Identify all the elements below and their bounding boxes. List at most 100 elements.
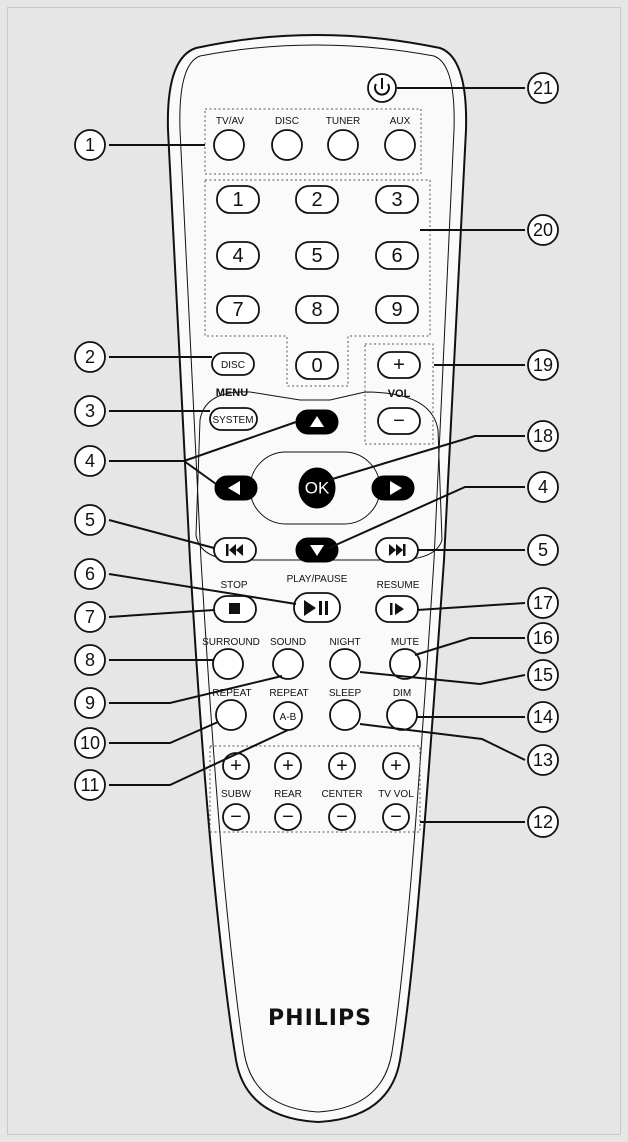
tvvol-minus-label: − — [390, 806, 402, 828]
callout-20: 20 — [533, 220, 553, 240]
callouts-right: 21 20 19 18 4 5 17 16 15 14 13 12 — [528, 73, 558, 837]
callout-14: 14 — [533, 707, 553, 727]
left-button[interactable] — [215, 476, 257, 500]
aux-button[interactable] — [385, 130, 415, 160]
rear-plus-label: + — [282, 755, 294, 777]
night-button[interactable] — [330, 649, 360, 679]
callout-2: 2 — [85, 347, 95, 367]
source-label-tuner: TUNER — [326, 116, 360, 127]
key-3-label: 3 — [391, 189, 402, 211]
callout-19: 19 — [533, 355, 553, 375]
surround-label: SURROUND — [202, 637, 260, 648]
rear-minus-button[interactable]: − — [275, 804, 301, 830]
previous-button[interactable] — [214, 538, 256, 562]
callout-13: 13 — [533, 750, 553, 770]
stop-label: STOP — [220, 580, 247, 591]
subw-minus-label: − — [230, 806, 242, 828]
sound-label: SOUND — [270, 637, 306, 648]
system-menu-label: SYSTEM — [212, 415, 253, 426]
center-plus-label: + — [336, 755, 348, 777]
surround-button[interactable] — [213, 649, 243, 679]
source-label-disc: DISC — [275, 116, 299, 127]
center-minus-button[interactable]: − — [329, 804, 355, 830]
ok-label: OK — [305, 479, 330, 498]
center-label: CENTER — [321, 789, 362, 800]
rear-plus-button[interactable]: + — [275, 753, 301, 779]
callout-6: 6 — [85, 564, 95, 584]
power-button[interactable] — [368, 74, 396, 102]
callout-5-right: 5 — [538, 540, 548, 560]
volume-label: VOL — [388, 388, 411, 400]
key-8-label: 8 — [311, 299, 322, 321]
callout-5-left: 5 — [85, 510, 95, 530]
repeat-button[interactable] — [216, 700, 246, 730]
dim-button[interactable] — [387, 700, 417, 730]
source-label-aux: AUX — [390, 116, 411, 127]
rear-minus-label: − — [282, 806, 294, 828]
callout-11: 11 — [81, 775, 100, 795]
callout-16: 16 — [533, 628, 553, 648]
source-label-tvav: TV/AV — [216, 116, 244, 127]
callout-3: 3 — [85, 401, 95, 421]
volume-down-label: − — [393, 410, 405, 432]
next-button[interactable] — [376, 538, 418, 562]
down-button[interactable] — [296, 538, 338, 562]
resume-button[interactable] — [376, 596, 418, 622]
tvvol-plus-button[interactable]: + — [383, 753, 409, 779]
subw-minus-button[interactable]: − — [223, 804, 249, 830]
center-plus-button[interactable]: + — [329, 753, 355, 779]
center-minus-label: − — [336, 806, 348, 828]
callout-8: 8 — [85, 650, 95, 670]
callout-21: 21 — [533, 78, 553, 98]
key-2-label: 2 — [311, 189, 322, 211]
stop-button[interactable] — [214, 596, 256, 622]
repeat-ab-top-label: REPEAT — [269, 688, 308, 699]
mute-label: MUTE — [391, 637, 420, 648]
callout-7: 7 — [85, 607, 95, 627]
key-7-label: 7 — [232, 299, 243, 321]
sound-button[interactable] — [273, 649, 303, 679]
play-pause-button[interactable] — [294, 593, 340, 622]
transport-row: STOP PLAY/PAUSE RESUME — [214, 574, 420, 622]
repeat-label: REPEAT — [212, 688, 251, 699]
rear-label: REAR — [274, 789, 302, 800]
night-label: NIGHT — [329, 637, 360, 648]
stop-icon — [229, 603, 240, 614]
volume-up-label: + — [393, 354, 405, 376]
subw-plus-button[interactable]: + — [223, 753, 249, 779]
key-0-label: 0 — [311, 355, 322, 377]
ok-button[interactable]: OK — [299, 468, 335, 508]
callout-17: 17 — [533, 593, 553, 613]
callout-4-left: 4 — [85, 451, 95, 471]
subw-plus-label: + — [230, 755, 242, 777]
callout-10: 10 — [80, 733, 100, 753]
menu-label: MENU — [216, 387, 248, 399]
repeat-ab-face-label: A-B — [280, 712, 297, 723]
tvvol-label: TV VOL — [378, 789, 414, 800]
callout-15: 15 — [533, 665, 553, 685]
key-5-label: 5 — [311, 245, 322, 267]
tuner-button[interactable] — [328, 130, 358, 160]
brand-logo: PHILIPS — [268, 1006, 372, 1031]
tvvol-minus-button[interactable]: − — [383, 804, 409, 830]
dim-label: DIM — [393, 688, 411, 699]
key-6-label: 6 — [391, 245, 402, 267]
key-9-label: 9 — [391, 299, 402, 321]
disc-menu-label: DISC — [221, 360, 245, 371]
play-pause-label: PLAY/PAUSE — [287, 574, 348, 585]
callout-1: 1 — [85, 135, 95, 155]
disc-source-button[interactable] — [272, 130, 302, 160]
sleep-button[interactable] — [330, 700, 360, 730]
up-button[interactable] — [296, 410, 338, 434]
callout-4-right: 4 — [538, 477, 548, 497]
sleep-label: SLEEP — [329, 688, 362, 699]
tvvol-plus-label: + — [390, 755, 402, 777]
key-1-label: 1 — [232, 189, 243, 211]
callouts-left: 1 2 3 4 5 6 7 8 9 10 11 — [75, 130, 105, 800]
subw-label: SUBW — [221, 789, 252, 800]
key-4-label: 4 — [232, 245, 243, 267]
callout-18: 18 — [533, 426, 553, 446]
tvav-button[interactable] — [214, 130, 244, 160]
right-button[interactable] — [372, 476, 414, 500]
